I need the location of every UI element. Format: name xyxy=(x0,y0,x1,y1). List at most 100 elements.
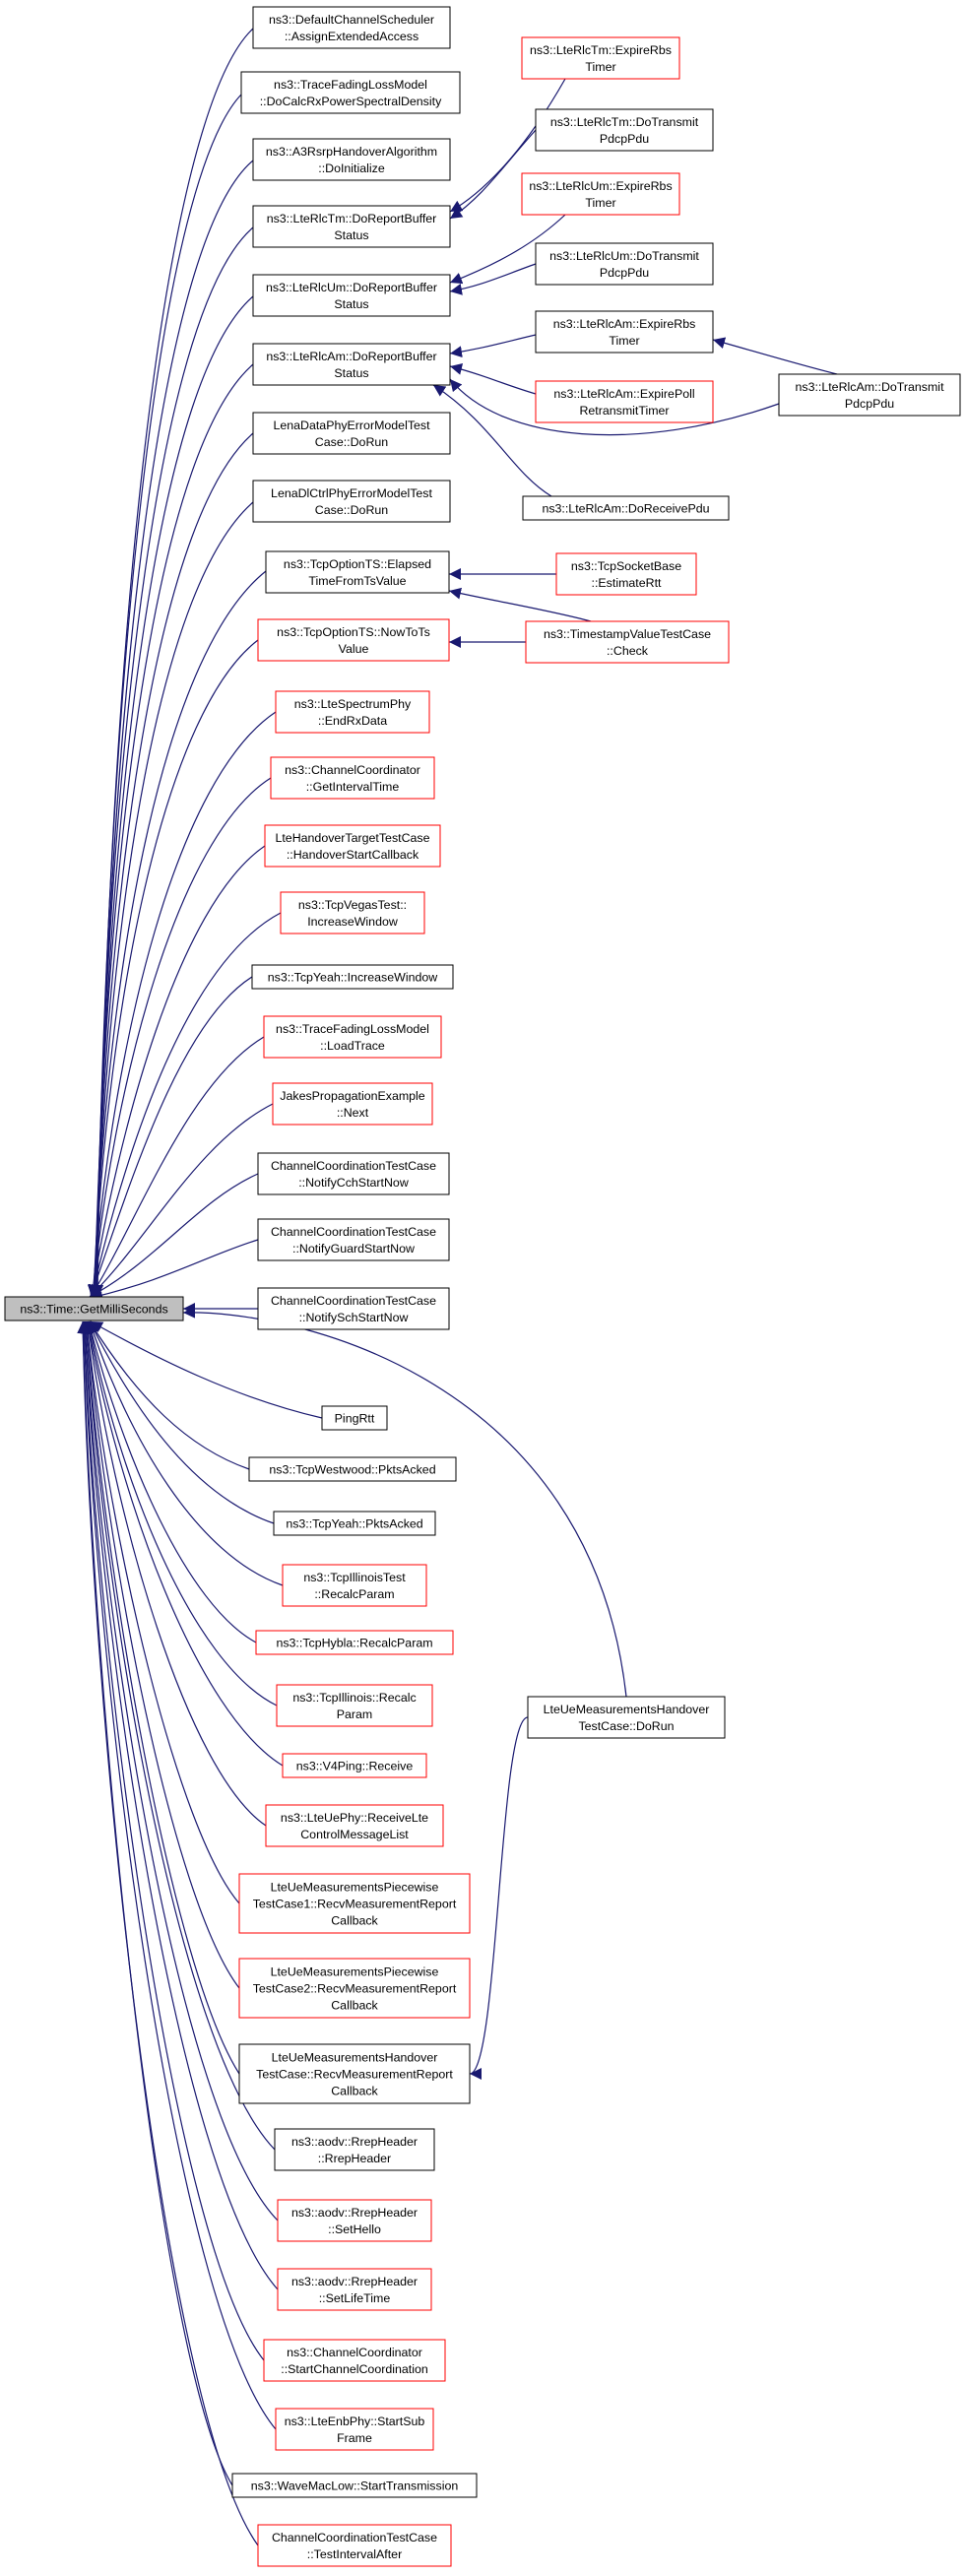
node-vegas[interactable]: ns3::TcpVegasTest::IncreaseWindow xyxy=(280,891,425,934)
node-box xyxy=(252,138,451,181)
node-v4ping[interactable]: ns3::V4Ping::Receive xyxy=(282,1753,427,1778)
node-pingrtt[interactable]: PingRtt xyxy=(321,1405,388,1431)
edge-n_lena_data-to-focus xyxy=(89,432,254,1298)
node-box xyxy=(248,1456,457,1482)
edge-n_aodv_hello-to-focus xyxy=(79,1320,279,2222)
node-box xyxy=(265,1804,444,1847)
node-lte-hotarget[interactable]: LteHandoverTargetTestCase::HandoverStart… xyxy=(264,824,441,868)
node-box xyxy=(273,1511,436,1536)
edge-n_endrx-to-focus xyxy=(87,711,277,1298)
node-box xyxy=(282,1753,427,1778)
edge-n_cct_after-to-focus xyxy=(77,1320,259,2546)
node-westwood[interactable]: ns3::TcpWestwood::PktsAcked xyxy=(248,1456,457,1482)
node-label-line: TestCase::RecvMeasurementReport xyxy=(256,2068,453,2082)
node-cct-after[interactable]: ChannelCoordinationTestCase::TestInterva… xyxy=(257,2524,452,2567)
edge-n_elapsed-to-focus xyxy=(88,570,267,1298)
node-label-line: LteUeMeasurementsPiecewise xyxy=(271,1881,439,1895)
node-label-line: Frame xyxy=(337,2431,372,2445)
node-aodv-hello[interactable]: ns3::aodv::RrepHeader::SetHello xyxy=(277,2199,432,2242)
node-tsv[interactable]: ns3::TimestampValueTestCase::Check xyxy=(525,620,730,664)
edge-n_fading-to-focus xyxy=(91,94,242,1298)
edge-n_am_dotx-to-n_am_drbs xyxy=(449,378,780,436)
edge-n_cc_start-to-focus xyxy=(78,1320,265,2361)
edge-n_lte_hotarget-to-focus xyxy=(87,845,266,1298)
node-label-line: ::GetIntervalTime xyxy=(306,780,400,794)
node-label-line: Callback xyxy=(331,2085,378,2098)
node-loadtrace[interactable]: ns3::TraceFadingLossModel::LoadTrace xyxy=(263,1015,442,1059)
node-label-line: ns3::DefaultChannelScheduler xyxy=(269,13,434,27)
node-a3[interactable]: ns3::A3RsrpHandoverAlgorithm::DoInitiali… xyxy=(252,138,451,181)
edge-n_am_recv-to-n_am_drbs xyxy=(432,384,552,497)
node-label-line: ::RrepHeader xyxy=(318,2152,391,2165)
edge-n_wave-to-focus xyxy=(77,1320,233,2486)
node-cct-sch[interactable]: ChannelCoordinationTestCase::NotifySchSt… xyxy=(257,1287,450,1330)
node-label-line: ns3::TcpOptionTS::NowToTs xyxy=(277,625,430,639)
node-label-line: ns3::Time::GetMilliSeconds xyxy=(20,1303,167,1317)
node-lteue-recv[interactable]: ns3::LteUePhy::ReceiveLteControlMessageL… xyxy=(265,1804,444,1847)
node-box xyxy=(270,756,435,800)
node-jakes[interactable]: JakesPropagationExample::Next xyxy=(272,1082,433,1126)
node-box xyxy=(527,1696,726,1739)
node-label-line: ChannelCoordinationTestCase xyxy=(271,1225,436,1239)
node-box xyxy=(778,373,961,417)
edge-n_piece2-to-focus xyxy=(82,1320,240,1989)
node-ho-recv[interactable]: LteUeMeasurementsHandoverTestCase::RecvM… xyxy=(238,2043,471,2104)
node-label-line: Status xyxy=(334,297,368,311)
node-cc-start[interactable]: ns3::ChannelCoordinator::StartChannelCoo… xyxy=(263,2339,446,2382)
node-endrx[interactable]: ns3::LteSpectrumPhy::EndRxData xyxy=(275,690,430,734)
edge-n_loadtrace-to-focus xyxy=(90,1036,265,1298)
node-cct-guard[interactable]: ChannelCoordinationTestCase::NotifyGuard… xyxy=(257,1218,450,1261)
edge-n_am_exp-to-n_am_drbs xyxy=(449,334,537,358)
edge-n_am_dotx-to-n_am_exp xyxy=(712,337,838,375)
node-label-line: LteUeMeasurementsHandover xyxy=(544,1703,710,1716)
edge-n_um_dotx-to-n_um_drbs xyxy=(449,263,537,295)
node-hybla[interactable]: ns3::TcpHybla::RecalcParam xyxy=(255,1630,454,1655)
node-fading[interactable]: ns3::TraceFadingLossModel::DoCalcRxPower… xyxy=(240,71,461,114)
node-cc-getint[interactable]: ns3::ChannelCoordinator::GetIntervalTime xyxy=(270,756,435,800)
node-box xyxy=(4,1296,184,1321)
node-label-line: Timer xyxy=(609,334,639,348)
node-label-line: ::HandoverStartCallback xyxy=(287,848,419,862)
node-box xyxy=(555,552,697,596)
node-label-line: PdcpPdu xyxy=(845,397,894,411)
node-cct-cch[interactable]: ChannelCoordinationTestCase::NotifyCchSt… xyxy=(257,1152,450,1195)
edge-n_jakes-to-focus xyxy=(89,1103,274,1298)
node-yeah-pkts[interactable]: ns3::TcpYeah::PktsAcked xyxy=(273,1511,436,1536)
node-estimate[interactable]: ns3::TcpSocketBase::EstimateRtt xyxy=(555,552,697,596)
node-label-line: TestCase2::RecvMeasurementReport xyxy=(253,1982,457,1996)
node-wave[interactable]: ns3::WaveMacLow::StartTransmission xyxy=(231,2473,478,2498)
node-box xyxy=(321,1405,388,1431)
node-yeah-inc[interactable]: ns3::TcpYeah::IncreaseWindow xyxy=(251,964,454,990)
node-piece2[interactable]: LteUeMeasurementsPiecewiseTestCase2::Rec… xyxy=(238,1958,471,2019)
node-piece1[interactable]: LteUeMeasurementsPiecewiseTestCase1::Rec… xyxy=(238,1873,471,1934)
node-aodv-rrep[interactable]: ns3::aodv::RrepHeader::RrepHeader xyxy=(274,2128,435,2171)
node-label-line: ::SetHello xyxy=(328,2222,381,2236)
node-box xyxy=(257,618,450,662)
node-label-line: ns3::LteRlcAm::DoTransmit xyxy=(795,380,944,394)
node-am-recv[interactable]: ns3::LteRlcAm::DoReceivePdu xyxy=(522,495,730,521)
node-aodv-life[interactable]: ns3::aodv::RrepHeader::SetLifeTime xyxy=(277,2268,432,2311)
node-assign[interactable]: ns3::DefaultChannelScheduler::AssignExte… xyxy=(252,6,451,49)
node-label-line: LteUeMeasurementsHandover xyxy=(272,2051,438,2065)
node-illinois[interactable]: ns3::TcpIllinois::RecalcParam xyxy=(276,1684,433,1727)
node-label-line: ::DoInitialize xyxy=(318,161,385,175)
node-label-line: LenaDataPhyErrorModelTest xyxy=(273,419,430,432)
node-illinois-test[interactable]: ns3::TcpIllinoisTest::RecalcParam xyxy=(282,1564,427,1607)
edge-n_tm_dotx-to-n_tm_drbs xyxy=(449,129,537,220)
